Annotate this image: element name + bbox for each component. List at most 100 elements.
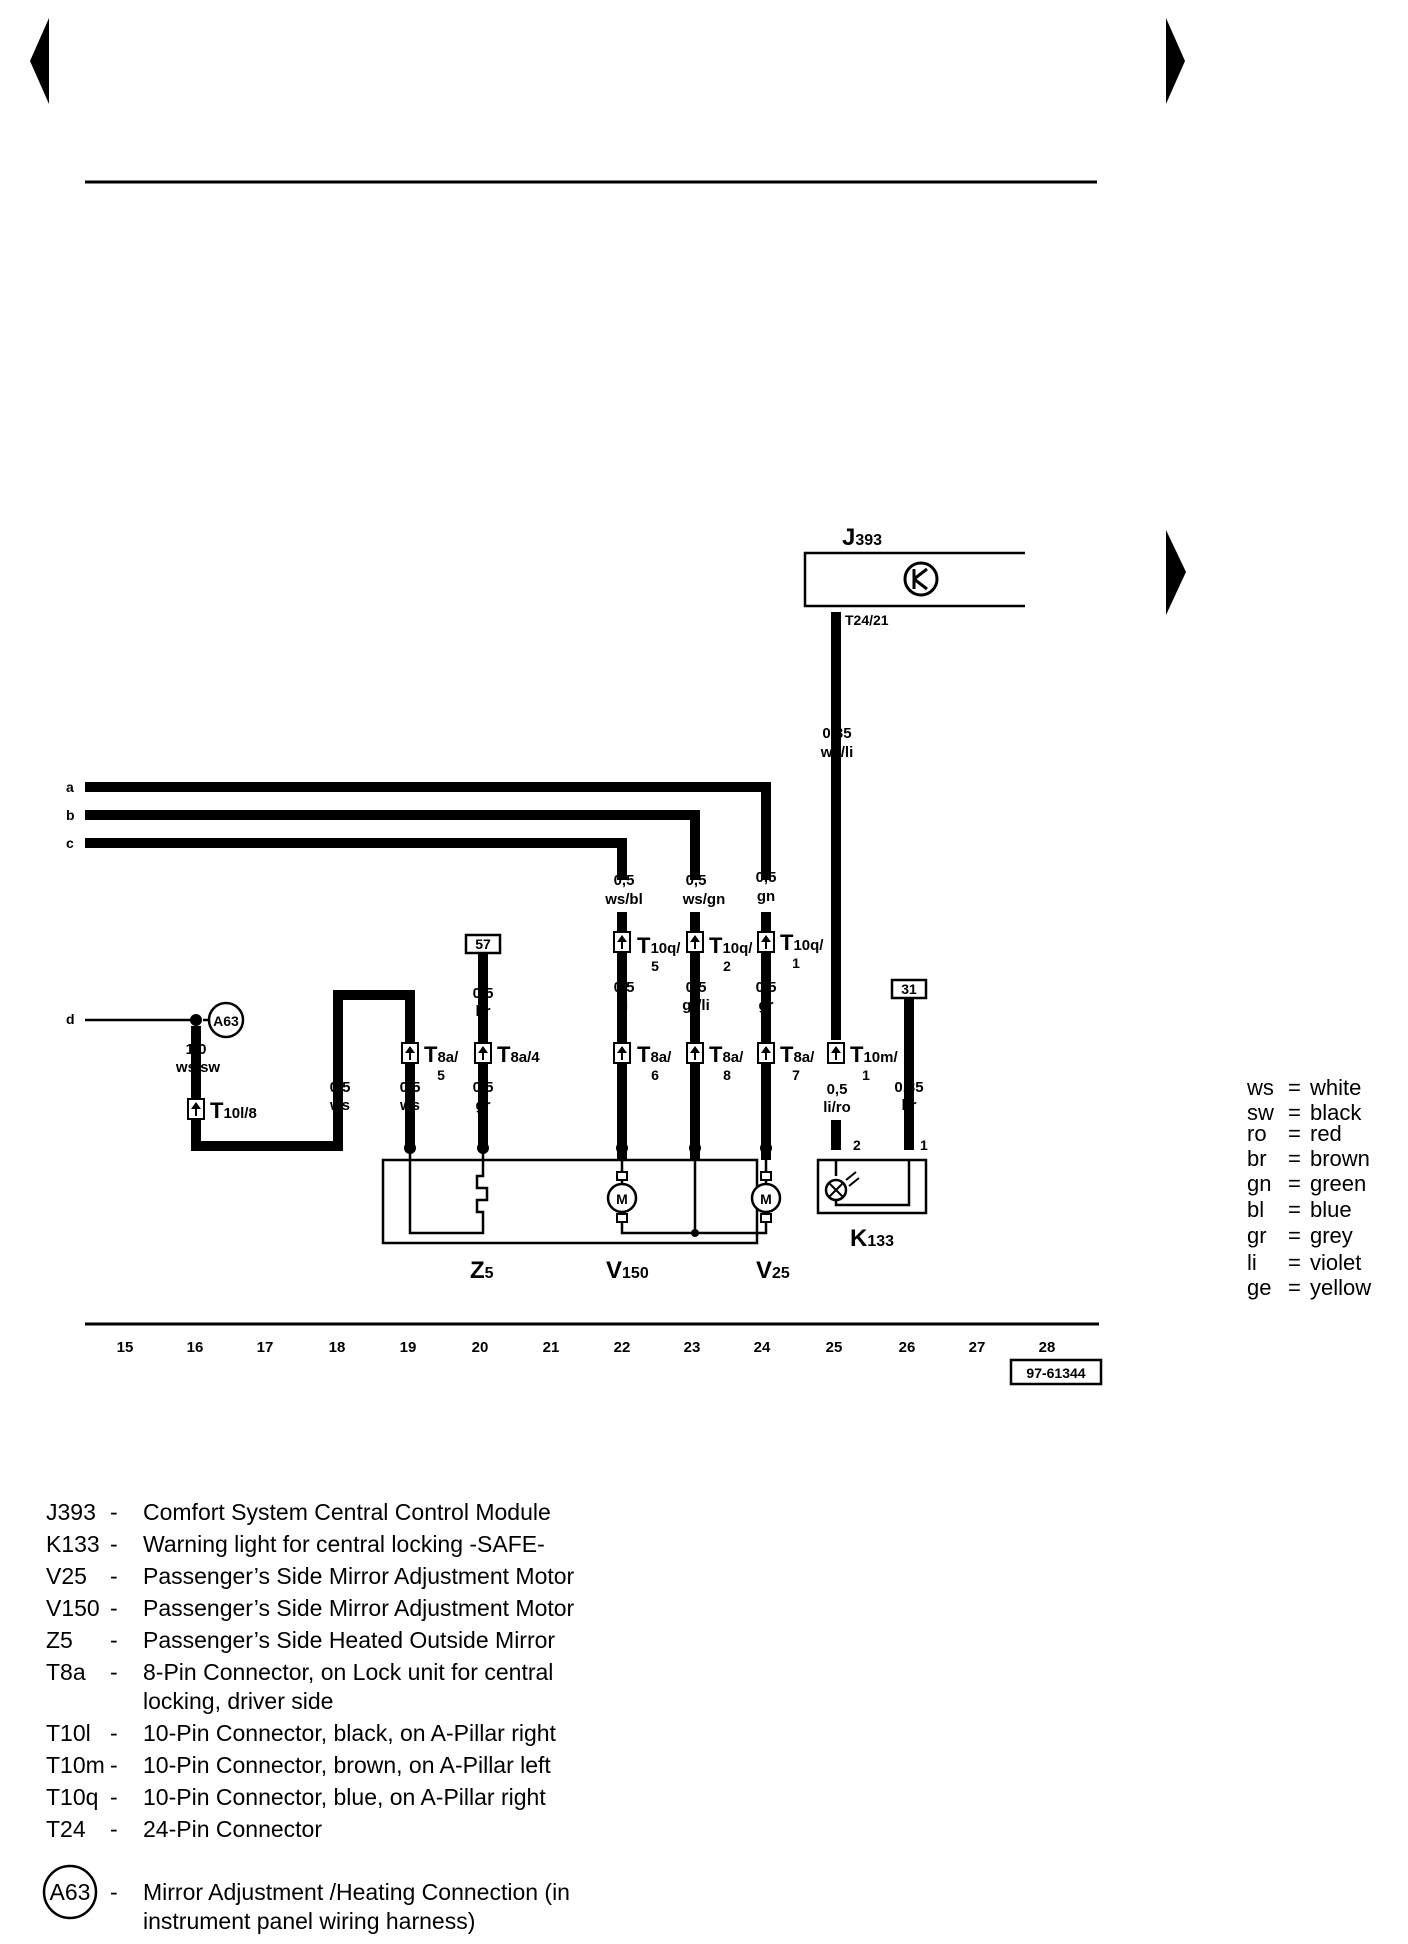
wire-br31-color: br (902, 1097, 917, 1114)
splice-a63 (190, 1014, 202, 1026)
color-code-bl: bl=blue (1247, 1197, 1352, 1222)
connector-t8a4: T8a/4 (474, 1042, 540, 1067)
wire-li-color: li (620, 997, 628, 1014)
track-27: 27 (969, 1339, 986, 1356)
wire-ws19-color: ws (399, 1097, 420, 1114)
wire-ws-li-color: ws/li (820, 744, 854, 761)
connector-t10l8: T10l/8 (187, 1098, 257, 1123)
bus-label-d: d (66, 1011, 75, 1027)
bus-line-a (85, 782, 771, 880)
k133-lamp: 2 1 (816, 1132, 928, 1215)
current-track-numbers: 15 16 17 18 19 20 21 22 23 24 25 26 27 2… (117, 1339, 1056, 1356)
component-z5-label: Z5 (470, 1257, 494, 1284)
wire-ws-gn-size: 0,5 (686, 872, 707, 889)
j393-prefix: J (842, 524, 855, 551)
color-code-sw: sw=black (1247, 1100, 1362, 1125)
svg-text:T8a/4: T8a/4 (497, 1042, 540, 1067)
legend-row-t10m: T10m-10-Pin Connector, brown, on A-Pilla… (46, 1752, 551, 1778)
a63-legend-code: A63 (50, 1879, 91, 1905)
color-code-br: br=brown (1247, 1146, 1370, 1171)
wire-ws-bl-size: 0,5 (614, 872, 635, 889)
track-17: 17 (257, 1339, 274, 1356)
svg-text:7: 7 (792, 1067, 800, 1083)
wire-loop-left (191, 990, 415, 1151)
bus-line-b (85, 810, 700, 880)
wire-gn-size: 0,5 (756, 869, 777, 886)
track-23: 23 (684, 1339, 701, 1356)
track-15: 15 (117, 1339, 134, 1356)
legend-row-v25: V25-Passenger’s Side Mirror Adjustment M… (46, 1563, 575, 1589)
svg-text:1: 1 (862, 1067, 870, 1083)
wire-li-ro-size: 0,5 (827, 1081, 848, 1098)
continuation-arrow-icon[interactable] (1166, 530, 1186, 615)
legend-row-k133: K133-Warning light for central locking -… (46, 1531, 545, 1557)
connector-t10q2: T10q/ 2 (686, 931, 753, 974)
wire-gr-top-size: 0,5 (756, 979, 777, 996)
legend-row-v150: V150-Passenger’s Side Mirror Adjustment … (46, 1595, 575, 1621)
connector-t8a7: T8a/ 7 (757, 1042, 815, 1083)
nav-previous-icon[interactable] (30, 18, 49, 104)
terminal-57: 57 (464, 933, 502, 955)
wire-ws19-size: 0,5 (400, 1079, 421, 1096)
connector-t8a6: T8a/ 6 (613, 1042, 672, 1083)
color-code-li: li=violet (1247, 1250, 1361, 1275)
color-code-legend: ws=white sw=black ro=red br=brown gn=gre… (1246, 1075, 1371, 1300)
wire-ws-bl-color: ws/bl (604, 891, 643, 908)
color-code-ge: ge=yellow (1247, 1275, 1371, 1300)
wire-br31-size: 0,35 (894, 1079, 923, 1096)
color-code-gn: gn=green (1247, 1171, 1366, 1196)
svg-text:5: 5 (651, 958, 659, 974)
svg-text:M: M (760, 1191, 772, 1207)
legend-row-t8a-cont: locking, driver side (143, 1688, 333, 1714)
nav-next-icon[interactable] (1166, 18, 1185, 104)
wire-ws-sw-color: ws/sw (175, 1059, 221, 1076)
color-code-gr: gr=grey (1247, 1223, 1353, 1248)
bus-label-b: b (66, 807, 75, 823)
wire-gr-li-color: gr/li (682, 997, 710, 1014)
wire-ws-sw-size: 1,0 (186, 1041, 207, 1058)
a63-connection-icon: A63 (207, 1001, 245, 1039)
bus-label-a: a (66, 779, 74, 795)
track-16: 16 (187, 1339, 204, 1356)
svg-text:8: 8 (723, 1067, 731, 1083)
j393-module: J393 T24/21 (803, 524, 1025, 628)
motor-v25-icon (750, 1182, 782, 1214)
a63-legend-icon (42, 1864, 98, 1920)
component-k133-label: K133 (850, 1225, 894, 1252)
svg-text:2: 2 (723, 958, 731, 974)
connector-t10q1: T10q/ 1 (757, 930, 824, 971)
wire-ws-gn-color: ws/gn (682, 891, 726, 908)
track-21: 21 (543, 1339, 560, 1356)
component-v25-label: V25 (756, 1257, 790, 1284)
component-legend: J393-Comfort System Central Control Modu… (42, 1499, 575, 1934)
legend-row-t8a: T8a-8-Pin Connector, on Lock unit for ce… (46, 1659, 553, 1685)
track-19: 19 (400, 1339, 417, 1356)
diagram-id: 97-61344 (1026, 1365, 1085, 1381)
svg-text:31: 31 (901, 981, 917, 997)
wire-br57-size: 0,5 (473, 985, 494, 1002)
wire-li-ro-color: li/ro (823, 1099, 851, 1116)
connector-t10m1: T10m/ 1 (827, 1042, 898, 1083)
svg-text:57: 57 (475, 936, 491, 952)
connector-t8a8: T8a/ 8 (686, 1042, 744, 1083)
svg-text:T10l/8: T10l/8 (210, 1098, 257, 1123)
legend-row-t10q: T10q-10-Pin Connector, blue, on A-Pillar… (46, 1784, 546, 1810)
svg-text:T8a/: T8a/ (780, 1042, 815, 1067)
wire-ws18-size: 0,5 (330, 1079, 351, 1096)
svg-text:T10m/: T10m/ (850, 1042, 898, 1067)
track-26: 26 (899, 1339, 916, 1356)
component-v150-label: V150 (606, 1257, 649, 1284)
legend-row-a63: -Mirror Adjustment /Heating Connection (… (110, 1879, 570, 1905)
wire-br57-color: br (476, 1003, 491, 1020)
track-18: 18 (329, 1339, 346, 1356)
wire-li-size: 0,5 (614, 979, 635, 996)
diagram-id-box (1009, 1358, 1103, 1386)
wire-gn-color: gn (757, 888, 775, 905)
connector-t10q5: T10q/ 5 (613, 931, 681, 974)
connector-t8a5: T8a/ 5 (401, 1042, 459, 1083)
motor-v150-icon (606, 1182, 638, 1214)
svg-text:1: 1 (920, 1137, 928, 1153)
legend-row-a63-cont: instrument panel wiring harness) (143, 1908, 475, 1934)
svg-text:T8a/: T8a/ (637, 1042, 672, 1067)
color-code-ws: ws=white (1246, 1075, 1361, 1100)
